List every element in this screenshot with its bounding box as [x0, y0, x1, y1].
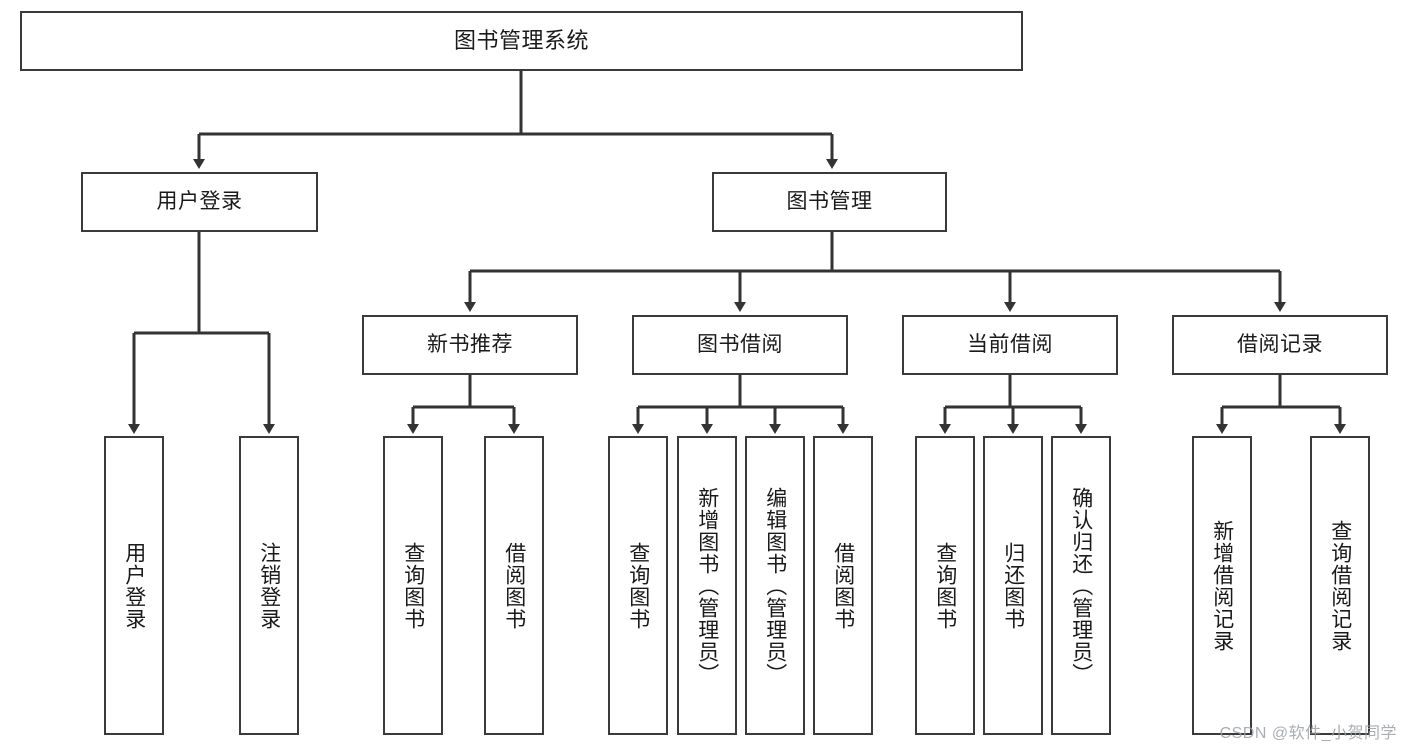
- node-label: 借阅记录: [1237, 333, 1323, 357]
- leaf-current-borrow-return-books[interactable]: 归还图书: [983, 436, 1043, 735]
- edge-borrow-record-to-leaves: [1216, 375, 1346, 434]
- node-label: 查询图书: [626, 541, 650, 630]
- edge-user-login-to-leaves: [128, 232, 275, 434]
- watermark-text: CSDN @软件_小贺同学: [1219, 725, 1397, 742]
- node-label: 图书管理: [786, 190, 873, 214]
- node-current-borrowing[interactable]: 当前借阅: [902, 315, 1118, 375]
- leaf-borrow-record-query-record[interactable]: 查询借阅记录: [1310, 436, 1370, 735]
- leaf-user-login-login[interactable]: 用户登录: [104, 436, 164, 735]
- leaf-current-borrow-query-books[interactable]: 查询图书: [915, 436, 975, 735]
- node-label: 当前借阅: [967, 333, 1053, 357]
- node-label: 新增图书（管理员）: [695, 486, 719, 685]
- leaf-user-login-logout[interactable]: 注销登录: [239, 436, 299, 735]
- node-label: 注销登录: [257, 541, 281, 630]
- edge-current-borrow-to-leaves: [939, 375, 1087, 434]
- node-user-login[interactable]: 用户登录: [81, 172, 318, 232]
- node-label: 用户登录: [156, 190, 243, 214]
- node-label: 查询图书: [401, 541, 425, 630]
- node-label: 新增借阅记录: [1210, 519, 1234, 652]
- node-label: 借阅图书: [502, 541, 526, 630]
- node-label: 用户登录: [122, 541, 146, 630]
- leaf-current-borrow-confirm-return-admin[interactable]: 确认归还（管理员）: [1051, 436, 1111, 735]
- edge-book-borrow-to-leaves: [632, 375, 849, 434]
- edge-root-to-level2: [193, 71, 838, 169]
- node-label: 确认归还（管理员）: [1069, 486, 1093, 685]
- leaf-borrow-record-add-record[interactable]: 新增借阅记录: [1192, 436, 1252, 735]
- node-label: 借阅图书: [831, 541, 855, 630]
- node-borrowing-record[interactable]: 借阅记录: [1172, 315, 1388, 375]
- node-book-borrowing[interactable]: 图书借阅: [632, 315, 848, 375]
- leaf-new-book-rec-query-books[interactable]: 查询图书: [383, 436, 443, 735]
- node-book-management[interactable]: 图书管理: [712, 172, 947, 232]
- edge-new-book-rec-to-leaves: [407, 375, 520, 434]
- leaf-book-borrow-query-books[interactable]: 查询图书: [608, 436, 668, 735]
- node-new-book-recommendation[interactable]: 新书推荐: [362, 315, 578, 375]
- leaf-book-borrow-borrow-books[interactable]: 借阅图书: [813, 436, 873, 735]
- node-root-book-management-system[interactable]: 图书管理系统: [20, 11, 1023, 71]
- node-label: 图书管理系统: [453, 27, 589, 53]
- node-label: 新书推荐: [427, 333, 513, 357]
- leaf-book-borrow-add-book-admin[interactable]: 新增图书（管理员）: [677, 436, 737, 735]
- leaf-new-book-rec-borrow-books[interactable]: 借阅图书: [484, 436, 544, 735]
- node-label: 查询图书: [933, 541, 957, 630]
- node-label: 编辑图书（管理员）: [763, 486, 787, 685]
- leaf-book-borrow-edit-book-admin[interactable]: 编辑图书（管理员）: [745, 436, 805, 735]
- node-label: 归还图书: [1001, 541, 1025, 630]
- edge-book-manage-to-level3: [464, 232, 1286, 312]
- node-label: 查询借阅记录: [1328, 519, 1352, 652]
- node-label: 图书借阅: [697, 333, 783, 357]
